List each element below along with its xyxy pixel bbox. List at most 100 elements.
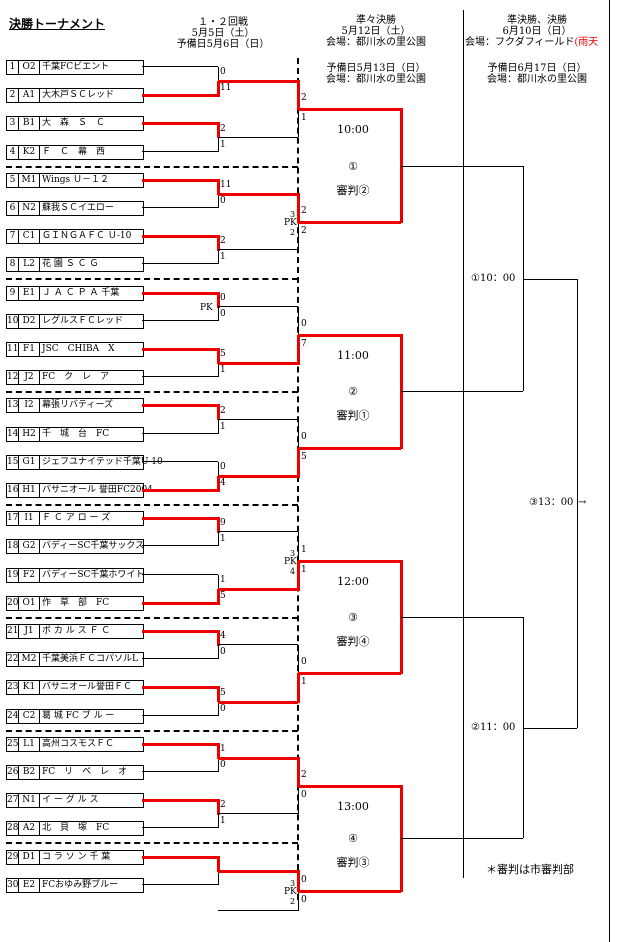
connector [297, 192, 300, 224]
qf-time: 11:00 [337, 348, 369, 362]
r1-score-b: 1 [220, 816, 226, 827]
team-code: L2 [18, 258, 40, 272]
team-name: ジェフユナイテッド千葉U-10 [42, 456, 163, 467]
team-name: FCおゆみ野ブルー [42, 879, 119, 890]
connector [298, 109, 299, 138]
r1-score-a: 4 [220, 631, 226, 642]
team-name: 千 城 台 FC [42, 428, 110, 439]
final-line [523, 278, 577, 280]
qf-backup-date: 予備日5月13日（日） [326, 63, 426, 74]
connector [218, 532, 219, 547]
r2-score-b: 1 [301, 564, 307, 575]
connector [218, 870, 219, 885]
team-name: 蘇我ＳＣイエロー [42, 203, 114, 213]
connector [217, 178, 220, 195]
semifinal-header: 準決勝、決勝 6月10日（日） 会場：フクダフィールド(雨天 [462, 15, 612, 48]
team-code: G2 [18, 540, 40, 554]
team-line [142, 235, 218, 239]
final-connector [577, 278, 578, 728]
sf-line [401, 616, 523, 618]
sf-venue: 会場：フクダフィールド [465, 37, 575, 48]
pk-score-a: 3 [290, 548, 296, 558]
team-line [142, 432, 218, 434]
connector [297, 756, 300, 788]
team-number: 28 [7, 823, 19, 834]
team-code: H2 [18, 427, 40, 441]
r1-score-b: 1 [220, 139, 226, 150]
pk-label: PK [284, 556, 297, 567]
r2-line [218, 474, 298, 478]
round12-backup-date: 予備日5月6日（日） [176, 39, 270, 50]
r2-score-a: 0 [301, 874, 307, 885]
r1-score-b: 11 [220, 83, 232, 94]
r2-score-a: 2 [301, 770, 307, 781]
connector [217, 588, 220, 605]
team-number: 25 [7, 738, 19, 749]
team-number: 14 [7, 428, 19, 439]
team-number: 26 [7, 767, 19, 777]
qf-dashed-line [297, 58, 299, 900]
team-line [142, 799, 218, 803]
team-line [142, 348, 218, 351]
team-name: Ｆ Ｃ ア ロ ー ズ [42, 513, 111, 524]
team-line [142, 404, 218, 408]
champion-arrow: → [578, 497, 587, 509]
connector [217, 855, 220, 872]
connector [298, 786, 299, 815]
team-number: 10 [7, 315, 19, 326]
connector [298, 645, 299, 674]
team-number: 4 [9, 146, 16, 157]
connector [297, 673, 300, 704]
team-number: 16 [7, 485, 19, 495]
connector [297, 447, 300, 478]
r2-line [218, 813, 298, 815]
connector [218, 137, 219, 152]
team-number: 8 [9, 259, 16, 270]
team-code: F2 [18, 568, 40, 582]
r1-score-a: 2 [220, 123, 226, 134]
team-number: 18 [7, 541, 19, 552]
r2-line [218, 756, 298, 760]
team-line [142, 319, 218, 321]
connector [217, 475, 220, 492]
team-code: H1 [18, 484, 40, 497]
r1-score-a: 5 [220, 687, 226, 698]
team-number: 12 [7, 372, 19, 383]
r1-score-a: 5 [220, 349, 226, 360]
team-line [142, 207, 218, 208]
connector [218, 193, 219, 208]
team-name: 幕張リバティーズ [42, 400, 114, 411]
connector [217, 686, 220, 703]
team-name: FC ク レ ア [42, 372, 110, 383]
team-number: 11 [7, 344, 19, 354]
connector [217, 235, 220, 252]
team-name: JSC CHIBA X [42, 344, 115, 354]
team-number: 29 [7, 851, 19, 862]
group-separator [6, 729, 298, 732]
connector [217, 799, 220, 816]
qf-backup-venue: 会場：都川水の里公園 [326, 74, 426, 85]
sf-date: 6月10日（日） [502, 26, 572, 37]
connector [217, 517, 220, 534]
team-code: K1 [18, 681, 40, 695]
team-line [142, 376, 218, 378]
sf-title: 準決勝、決勝 [507, 15, 567, 26]
sf-label: ②11：00 [469, 721, 518, 734]
connector [218, 250, 219, 265]
team-code: E2 [18, 878, 40, 892]
qf-line [298, 559, 401, 563]
right-border-line [609, 0, 610, 942]
team-code: A2 [18, 822, 40, 836]
qf-line [298, 221, 401, 225]
r2-score-a: 2 [301, 93, 307, 104]
sf-label: ①10：00 [469, 272, 518, 285]
